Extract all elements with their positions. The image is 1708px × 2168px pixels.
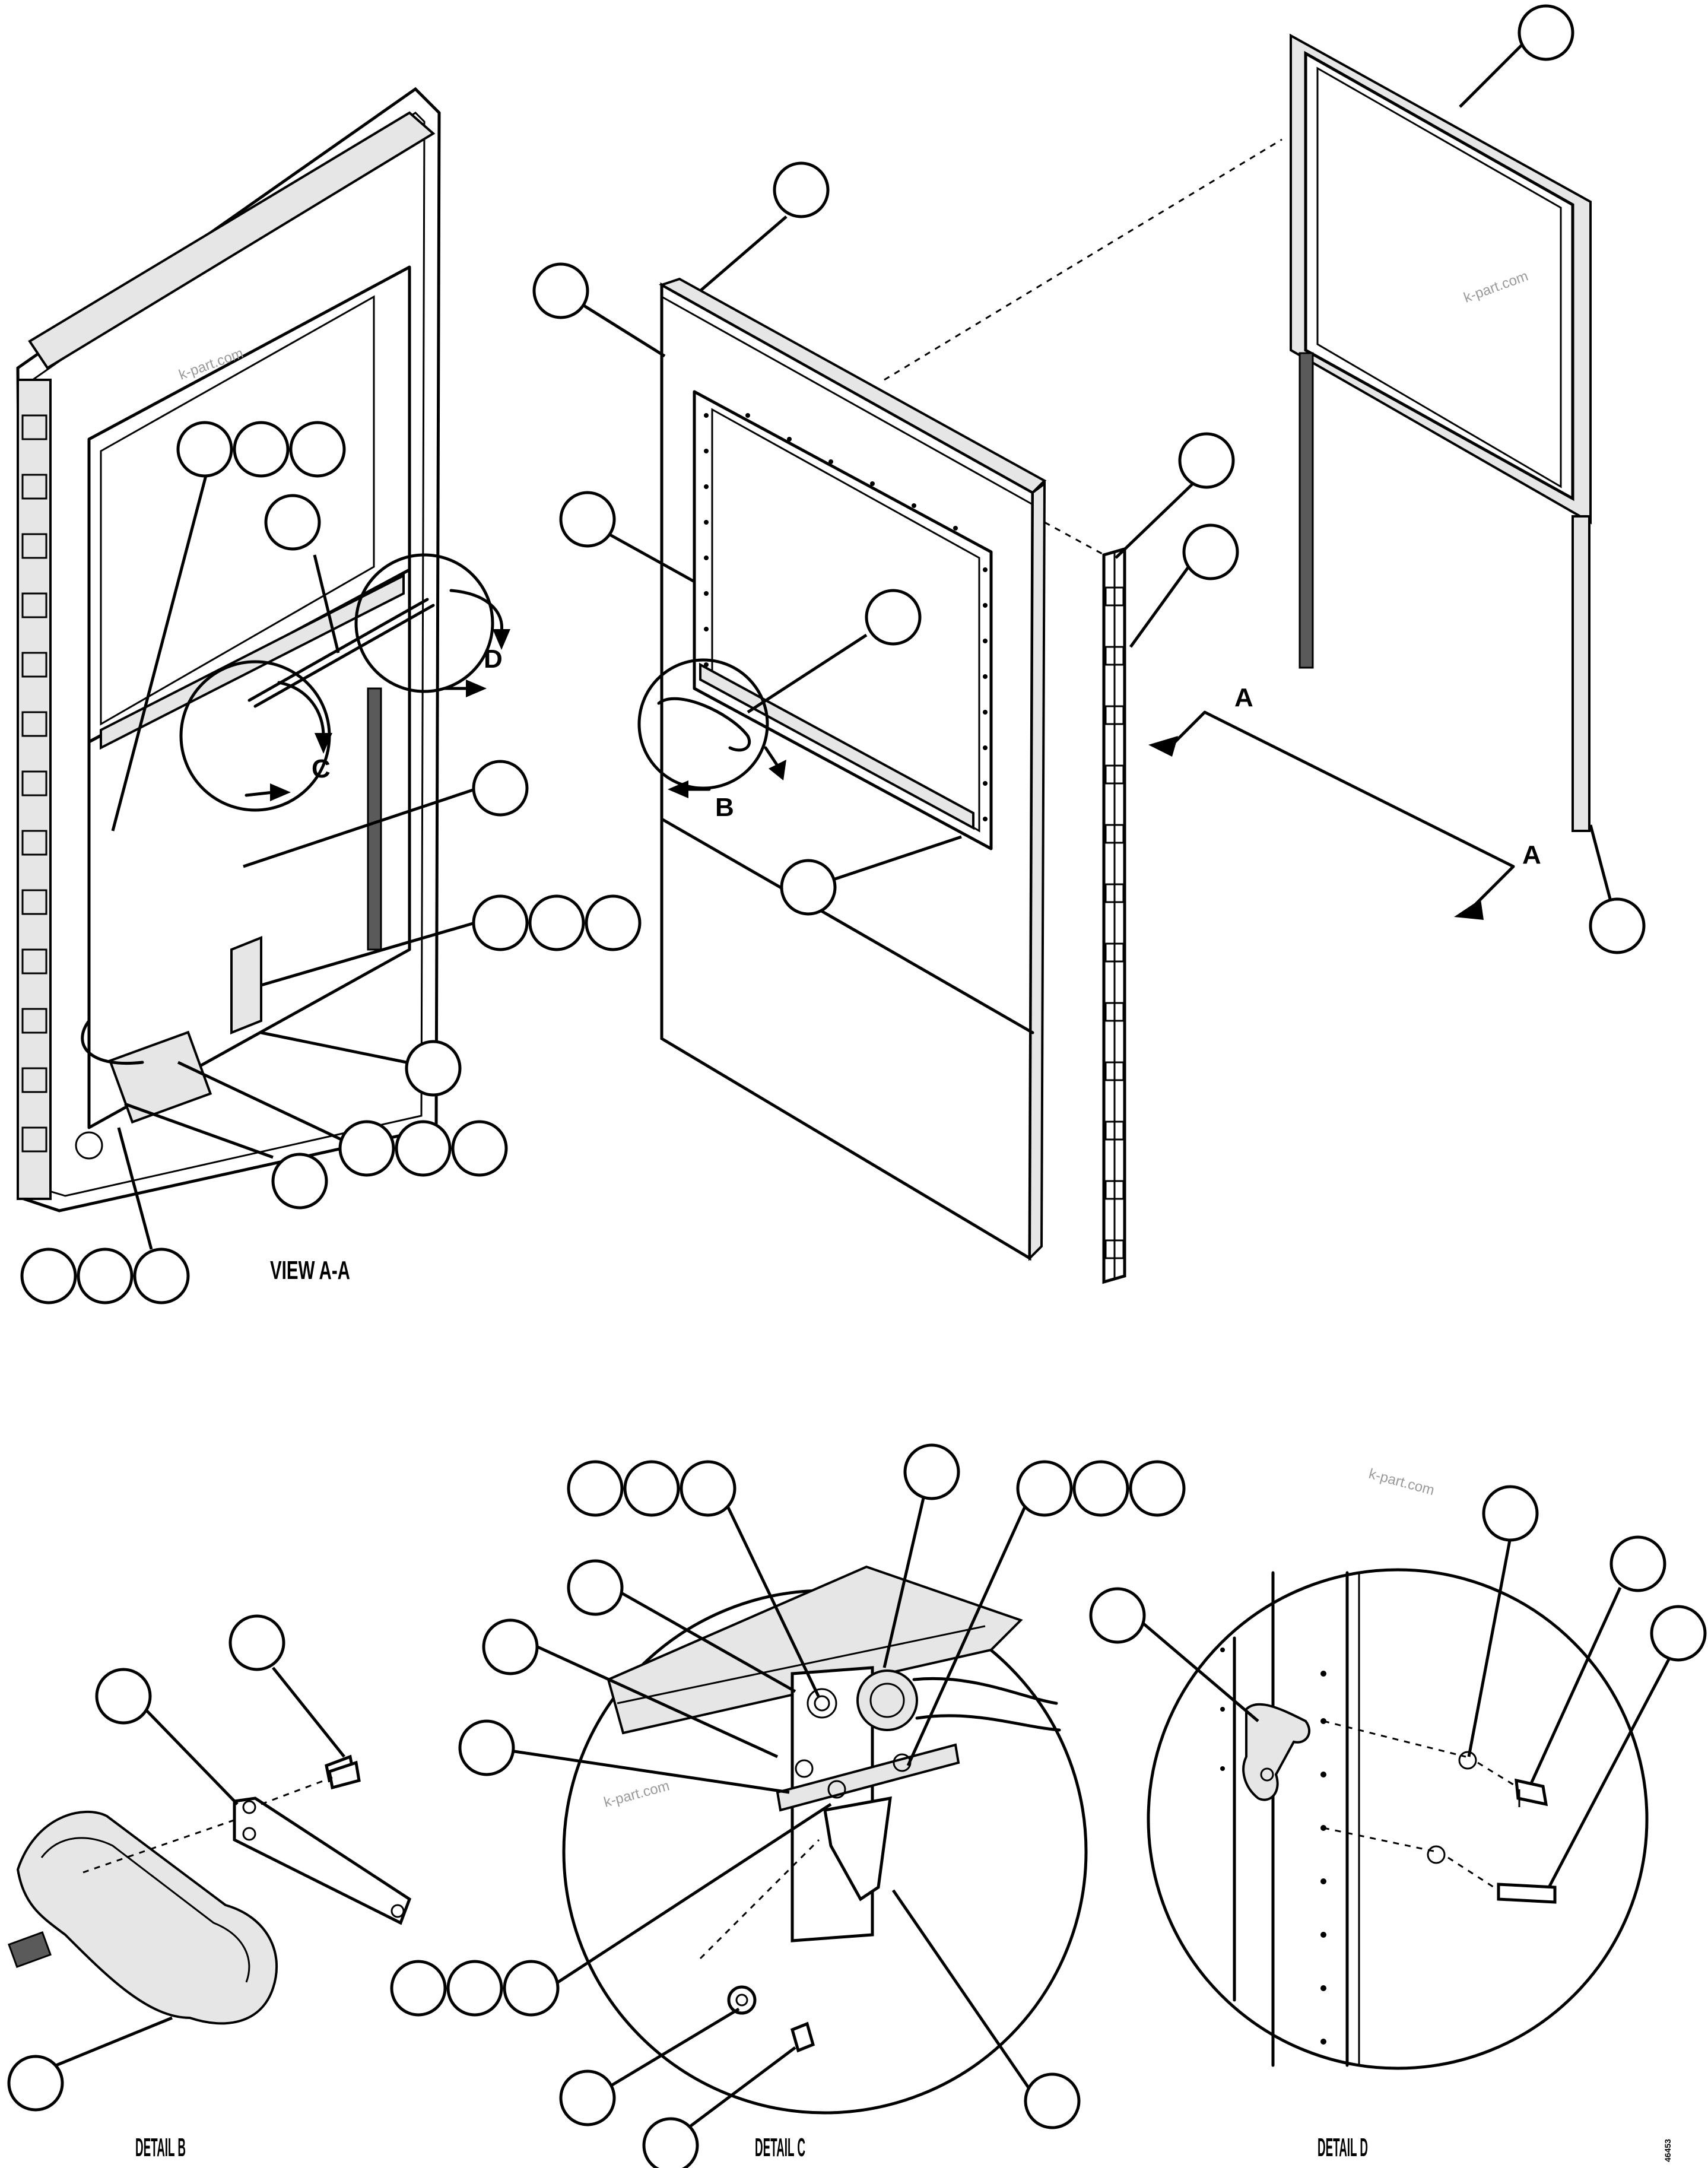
callout-bubble bbox=[780, 859, 837, 916]
section-a-a-arrow: A A bbox=[1148, 683, 1541, 920]
callout-bubble bbox=[264, 494, 321, 551]
callout-bubble bbox=[271, 1153, 328, 1210]
callout-bubble bbox=[773, 161, 830, 218]
callout-bubble bbox=[1024, 2072, 1081, 2129]
callout-bubble bbox=[395, 1120, 452, 1177]
callout-bubble bbox=[451, 1120, 508, 1177]
detail-b-handle bbox=[7, 1614, 412, 2112]
callout-bubble bbox=[233, 421, 290, 478]
callout-bubble bbox=[405, 1040, 462, 1097]
callout-bubble bbox=[1178, 432, 1235, 489]
callout-bubble bbox=[20, 1248, 77, 1304]
section-arrow-upper-label: A bbox=[1234, 683, 1253, 712]
section-arrow-lower-label: A bbox=[1522, 840, 1541, 869]
callout-bubble bbox=[642, 2117, 699, 2168]
callout-bubble bbox=[176, 421, 233, 478]
frame-screws bbox=[704, 413, 988, 821]
detail-d-holes bbox=[1220, 1648, 1326, 2045]
callout-bubble bbox=[1517, 4, 1574, 61]
callout-bubble bbox=[482, 1618, 539, 1675]
detail-b-label: DETAIL B bbox=[135, 2133, 186, 2162]
drawing-number: 46453 bbox=[1663, 2139, 1672, 2162]
watermark: k-part.com bbox=[602, 1777, 671, 1810]
callout-bubble bbox=[623, 1460, 680, 1517]
callout-bubble bbox=[1609, 1535, 1666, 1592]
callout-bubble bbox=[1016, 1460, 1073, 1517]
view-aa-callouts bbox=[20, 421, 642, 1304]
callout-bubble bbox=[1072, 1460, 1129, 1517]
callout-bubble bbox=[1129, 1460, 1186, 1517]
callout-bubble bbox=[289, 421, 346, 478]
detail-d-indicator: D bbox=[354, 553, 510, 697]
callout-bubble bbox=[338, 1120, 395, 1177]
callout-bubble bbox=[1182, 523, 1239, 580]
hinge-knuckles bbox=[21, 414, 47, 1153]
callout-bubble bbox=[1589, 897, 1646, 954]
callout-d-label: D bbox=[484, 645, 503, 674]
window-frame-assembly bbox=[1290, 4, 1646, 954]
callout-bubble bbox=[472, 760, 529, 817]
detail-c-indicator: C bbox=[179, 660, 332, 812]
callout-bubble bbox=[559, 491, 616, 548]
callout-bubble bbox=[77, 1248, 134, 1304]
callout-bubble bbox=[472, 894, 529, 951]
callout-bubble bbox=[7, 2055, 64, 2112]
callout-bubble bbox=[133, 1248, 190, 1304]
callout-bubble bbox=[458, 1719, 515, 1776]
callout-bubble bbox=[1482, 1485, 1539, 1542]
callout-bubble bbox=[228, 1614, 285, 1671]
view-aa-door-interior bbox=[16, 87, 441, 1212]
callout-b-label: B bbox=[715, 793, 734, 822]
callout-bubble bbox=[528, 894, 585, 951]
view-aa-label: VIEW A-A bbox=[270, 1256, 350, 1285]
hinge-strip bbox=[1102, 432, 1239, 1284]
detail-c-latch bbox=[390, 1443, 1186, 2168]
callout-bubble bbox=[585, 894, 642, 951]
detail-d-label: DETAIL D bbox=[1317, 2133, 1368, 2162]
callout-bubble bbox=[680, 1460, 736, 1517]
callout-bubble bbox=[503, 1960, 560, 2017]
callout-bubble bbox=[559, 2069, 616, 2126]
callout-bubble bbox=[567, 1460, 624, 1517]
callout-bubble bbox=[567, 1559, 624, 1616]
callout-bubble bbox=[446, 1960, 503, 2017]
callout-bubble bbox=[865, 589, 922, 646]
callout-bubble bbox=[390, 1960, 447, 2017]
watermark: k-part.com bbox=[1367, 1466, 1436, 1499]
callout-bubble bbox=[1089, 1587, 1146, 1644]
center-callouts bbox=[532, 161, 962, 916]
callout-bubble bbox=[532, 262, 589, 319]
callout-c-label: C bbox=[312, 754, 331, 783]
center-door-exterior: B bbox=[637, 277, 1047, 1261]
detail-d-hinge-bracket bbox=[1089, 1485, 1707, 2070]
callout-bubble bbox=[1650, 1605, 1707, 1662]
callout-bubble bbox=[95, 1668, 152, 1725]
callout-bubble bbox=[903, 1443, 960, 1500]
detail-c-label: DETAIL C bbox=[755, 2133, 805, 2162]
hinge-strip-knuckles bbox=[1104, 586, 1125, 1259]
